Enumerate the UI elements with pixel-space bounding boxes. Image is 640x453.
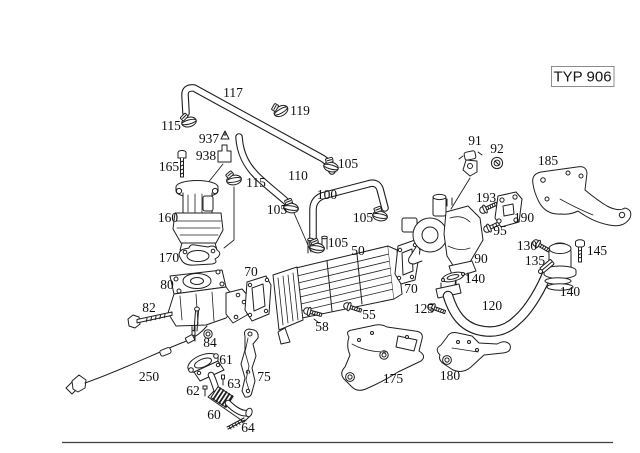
part-label-120: 120: [482, 298, 503, 313]
pipe-60-drawing: [193, 360, 253, 423]
gasket-140-left-drawing: [441, 271, 465, 283]
part-label-60: 60: [207, 407, 221, 422]
part-label-190: 190: [514, 210, 535, 225]
part-label-58: 58: [315, 319, 329, 334]
part-label-115-a: 115: [161, 118, 181, 133]
holder-938-drawing: [217, 144, 232, 163]
sensor-91-drawing: [458, 150, 483, 177]
part-label-105-a: 105: [338, 156, 359, 171]
turbocharger-90-drawing: [401, 193, 484, 286]
gasket-170-drawing: [178, 244, 221, 266]
type-designation-box: TYP 906: [551, 66, 615, 87]
part-label-64: 64: [241, 420, 255, 435]
hose-110-drawing: [235, 133, 295, 210]
part-label-130: 130: [517, 238, 538, 253]
bolt-145-drawing: [575, 239, 585, 263]
part-label-170: 170: [159, 250, 180, 265]
stud-63-drawing: [221, 374, 225, 386]
part-label-140-a: 140: [465, 271, 486, 286]
clamp-135-drawing: [537, 259, 555, 274]
exhaust-pipe-120-drawing: [442, 263, 555, 337]
part-label-105-d: 105: [267, 202, 288, 217]
part-label-105-c: 105: [328, 235, 349, 250]
part-label-119: 119: [290, 103, 310, 118]
part-label-63: 63: [227, 376, 241, 391]
part-label-938: 938: [196, 148, 217, 163]
part-label-90: 90: [474, 251, 488, 266]
housing-80-drawing: [167, 269, 250, 342]
oxygen-sensor-250-drawing: [65, 325, 208, 395]
part-label-55: 55: [362, 307, 376, 322]
part-label-125: 125: [414, 301, 435, 316]
part-label-937: 937: [199, 131, 220, 146]
bolt-62-drawing: [202, 385, 208, 397]
part-label-61: 61: [219, 352, 233, 367]
part-label-70-b: 70: [404, 281, 418, 296]
part-label-75: 75: [257, 369, 271, 384]
part-label-115-b: 115: [246, 175, 266, 190]
part-label-80: 80: [160, 277, 174, 292]
heat-shield-175-drawing: [341, 324, 425, 391]
plug-92-drawing: [490, 156, 504, 170]
bolt-82-drawing: [127, 311, 173, 329]
part-label-84: 84: [203, 335, 217, 350]
type-designation-label: TYP 906: [553, 69, 611, 86]
part-label-193: 193: [476, 190, 497, 205]
stud-84-drawing: [193, 306, 213, 339]
bracket-190-drawing: [494, 191, 523, 228]
part-label-91: 91: [468, 133, 482, 148]
bracket-185-drawing: [532, 166, 632, 227]
clamp-119-drawing: [269, 98, 291, 120]
clamp-115-b-drawing: [224, 168, 243, 187]
part-label-185: 185: [538, 153, 559, 168]
part-label-70-a: 70: [244, 264, 258, 279]
part-label-117: 117: [223, 85, 243, 100]
part-label-175: 175: [383, 371, 404, 386]
pin-64-drawing: [226, 417, 246, 430]
part-label-135: 135: [525, 253, 546, 268]
hose-100-drawing: [309, 179, 389, 249]
part-label-165: 165: [159, 159, 180, 174]
sensor-937-drawing: [220, 130, 230, 140]
heat-shield-180-drawing: [436, 332, 511, 372]
part-label-145: 145: [587, 243, 608, 258]
gasket-70-left-drawing: [244, 275, 272, 322]
part-label-250: 250: [139, 369, 160, 384]
part-label-105-b: 105: [353, 210, 374, 225]
part-label-92: 92: [490, 141, 504, 156]
bracket-75-drawing: [240, 328, 259, 398]
part-label-180: 180: [440, 368, 461, 383]
part-number-labels: 1171191159379381651101151051001051051051…: [139, 85, 608, 435]
bolt-165-drawing: [177, 150, 187, 178]
part-label-95: 95: [493, 223, 507, 238]
part-label-100: 100: [317, 187, 338, 202]
part-label-50: 50: [351, 243, 365, 258]
part-label-160: 160: [158, 210, 179, 225]
part-label-82: 82: [142, 300, 156, 315]
part-label-140-b: 140: [560, 284, 581, 299]
part-label-62: 62: [186, 383, 200, 398]
part-label-110: 110: [288, 168, 308, 183]
